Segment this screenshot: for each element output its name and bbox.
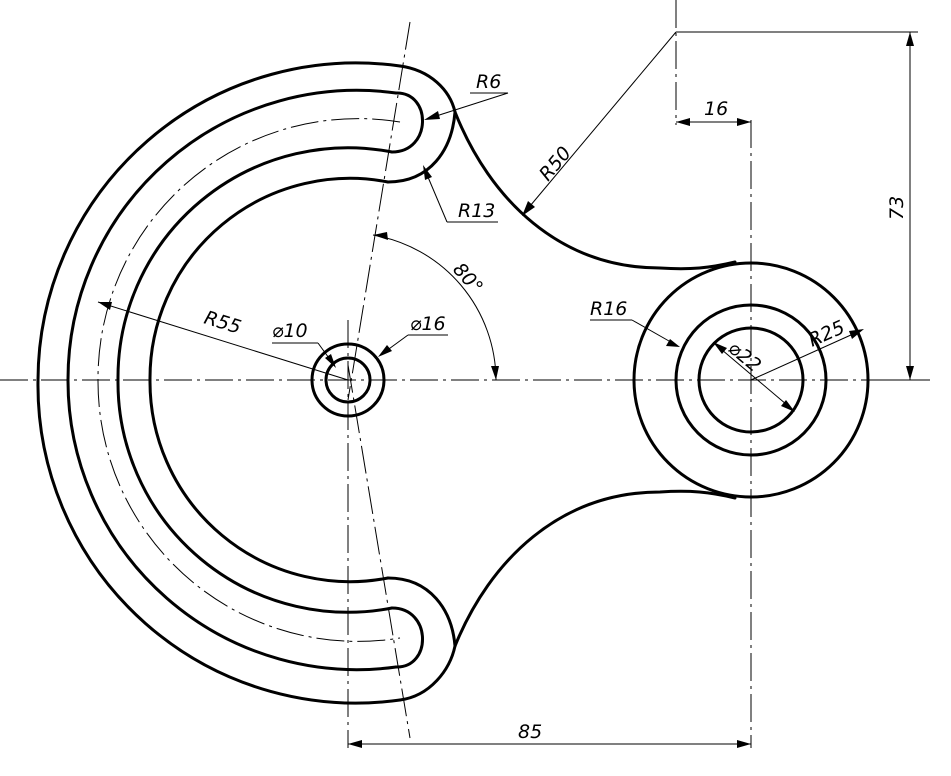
center-lines [0,0,930,748]
right-hole-d22-circle [697,326,805,434]
dimension-85: 85 [348,721,751,748]
center-boss [310,342,386,418]
label-r6: R6 [476,71,501,93]
label-angle-80: 80° [448,259,487,299]
label-d16: ⌀16 [410,313,446,335]
outer-arc [36,61,402,705]
dimension-r50: R50 [522,31,918,216]
dimension-d16: ⌀16 [378,313,448,357]
label-r13: R13 [458,200,495,222]
label-16: 16 [704,98,728,120]
dimension-d10: ⌀10 [272,320,336,368]
dimension-angle-80: 80° [372,232,499,381]
arc-slot [66,88,424,672]
dimension-16: 16 [676,98,751,126]
label-73: 73 [886,196,908,220]
label-d22: ⌀22 [724,337,765,377]
slot-lower-end-cap [390,606,424,669]
inner-arc-lower-end [386,576,457,648]
hole-inner-circle [324,356,372,404]
inner-arc-upper-end [386,110,457,184]
right-boss-r16-circle [674,303,828,457]
dimension-r13: R13 [423,165,498,223]
connecting-arms [453,110,737,648]
outer-arc-lower-end [398,644,457,702]
label-r16: R16 [590,298,627,320]
label-85: 85 [518,721,542,743]
dimension-r25: R25 [750,316,864,381]
main-body-outline [36,61,457,705]
upper-arm-arc [453,110,737,271]
dimension-73: 73 [868,32,918,381]
slot-upper-end-cap [390,91,424,154]
slot-outer-edge [66,88,398,672]
label-r55: R55 [202,307,244,339]
outer-arc-upper-end [398,64,457,114]
boss-outer-circle [310,342,386,418]
slot-inner-edge [116,146,394,614]
inner-arc [148,176,390,584]
dimension-r55: R55 [97,301,349,381]
slot-centerline-arc [97,118,401,642]
lower-slot-axis-line [347,364,411,739]
label-r50: R50 [535,142,576,185]
dimension-r16: R16 [590,298,680,347]
lower-arm-arc [453,489,737,648]
upper-slot-axis-line [347,21,411,401]
label-d10: ⌀10 [272,320,308,342]
dimension-r6: R6 [424,71,509,120]
dimension-d22: ⌀22 [713,337,795,412]
